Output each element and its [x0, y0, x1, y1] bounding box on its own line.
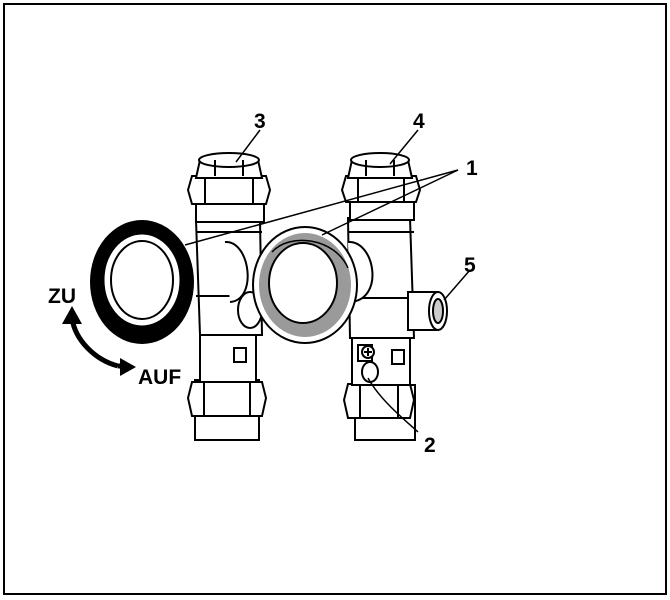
right-valve	[340, 152, 448, 441]
callout-3: 3	[254, 110, 266, 133]
right-valve-handle	[252, 226, 358, 344]
callout-2: 2	[424, 434, 436, 457]
label-close: ZU	[48, 285, 76, 308]
callout-4: 4	[413, 110, 425, 133]
left-valve-handle	[90, 220, 194, 344]
rotation-arrow	[62, 306, 136, 376]
label-open: AUF	[138, 366, 181, 389]
callout-5: 5	[464, 254, 476, 277]
left-valve	[186, 152, 272, 441]
leader-lines	[184, 129, 471, 433]
callout-1: 1	[466, 157, 478, 180]
